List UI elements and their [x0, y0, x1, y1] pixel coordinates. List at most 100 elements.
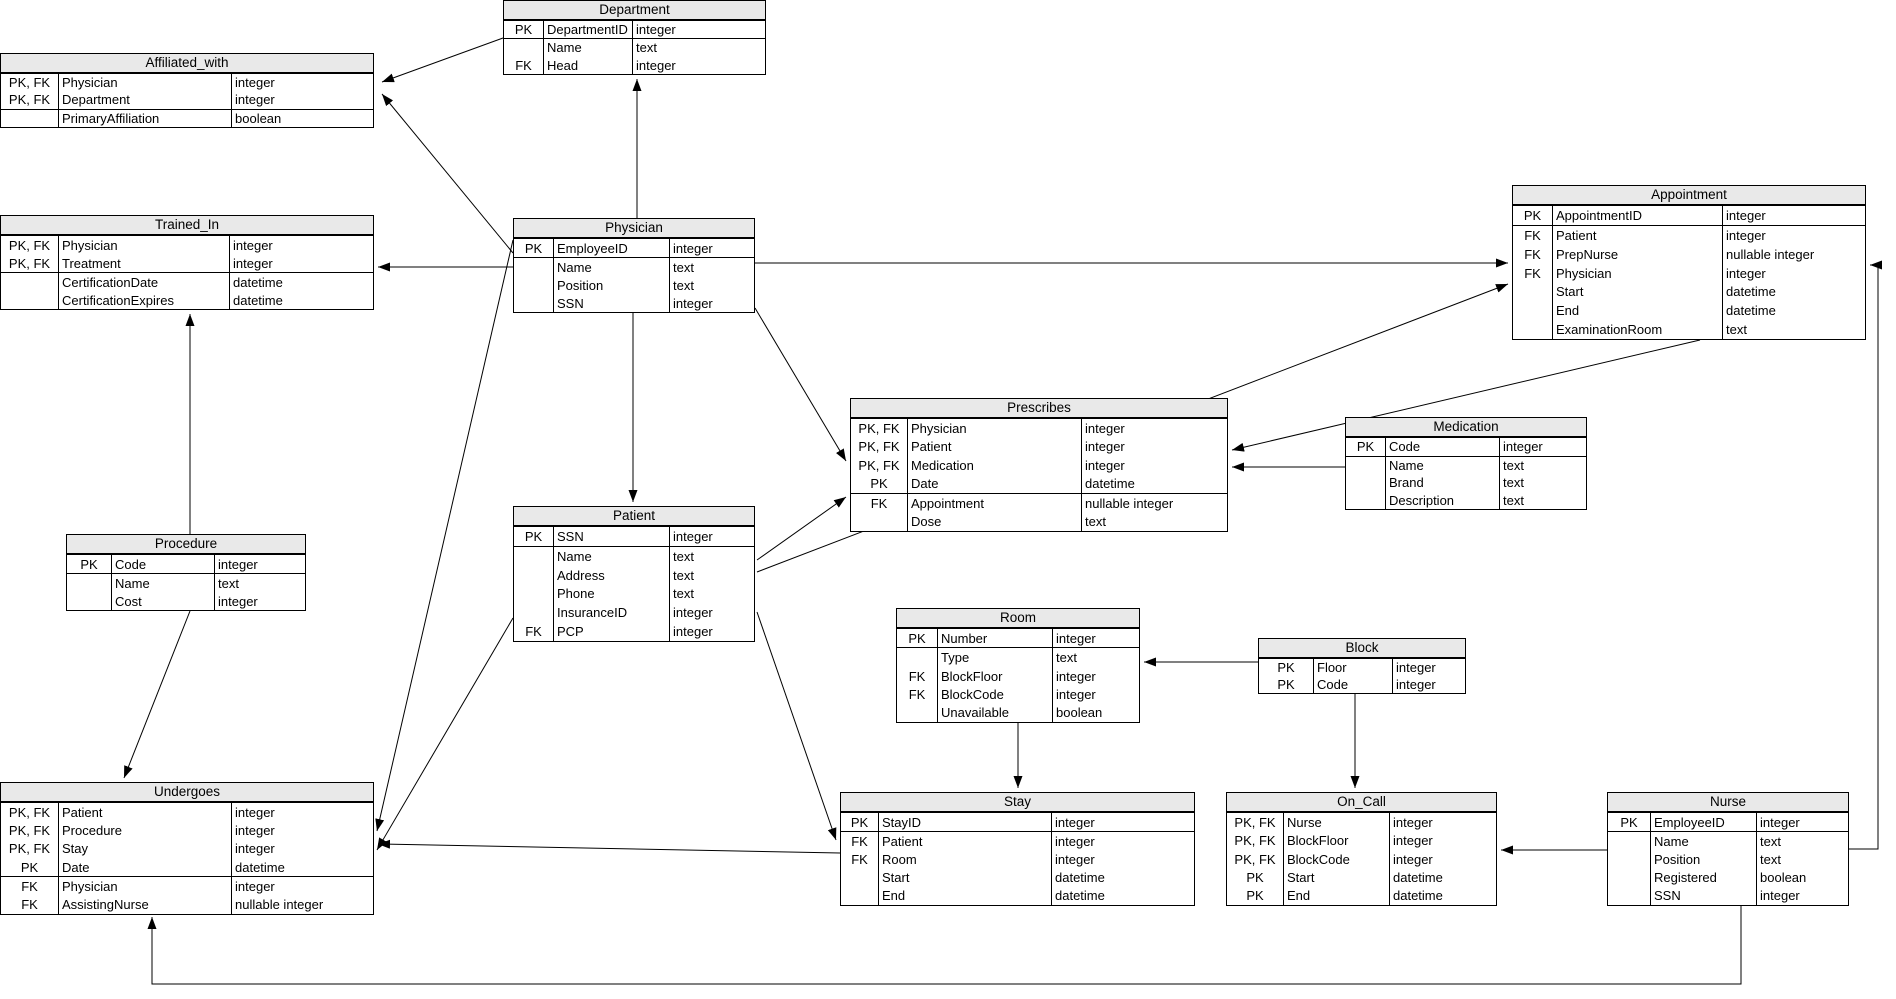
key-cell: PK	[1259, 659, 1314, 676]
table-row: FK BlockFloor integer	[897, 666, 1139, 686]
table-prescribes[interactable]: Prescribes PK, FK Physician integer PK, …	[850, 398, 1228, 532]
column-type-cell: integer	[669, 603, 754, 623]
table-medication[interactable]: Medication PK Code integer Name text Bra…	[1345, 417, 1587, 510]
key-cell: FK	[897, 685, 938, 704]
column-type-cell: integer	[231, 91, 373, 109]
key-cell	[897, 648, 938, 667]
column-type-cell: boolean	[1052, 703, 1139, 723]
key-cell: PK	[67, 555, 112, 573]
column-type-cell: integer	[669, 239, 754, 257]
table-row: PK SSN integer	[514, 527, 754, 546]
table-row: Position text	[514, 276, 754, 294]
column-name-cell: Floor	[1317, 660, 1347, 675]
column-type-cell: integer	[1499, 438, 1586, 456]
table-row: PK, FK Department integer	[1, 91, 373, 109]
key-cell: PK	[851, 474, 908, 493]
table-title: Medication	[1346, 418, 1586, 438]
column-name-cell: Name	[1654, 833, 1689, 849]
column-type-cell: integer	[1052, 685, 1139, 704]
table-row: Address text	[514, 565, 754, 585]
table-affiliated_with[interactable]: Affiliated_with PK, FK Physician integer…	[0, 53, 374, 128]
table-row: SSN integer	[1608, 886, 1848, 906]
column-name-cell: Dose	[911, 514, 942, 530]
table-row: PK, FK Stay integer	[1, 839, 373, 858]
relation-patient-undergoes	[376, 617, 514, 851]
table-row: FK Appointment nullable integer	[851, 493, 1227, 513]
table-row: PK Date datetime	[851, 474, 1227, 493]
key-cell	[67, 574, 112, 592]
column-name-cell: EmployeeID	[1654, 814, 1725, 830]
table-row: PK Code integer	[1346, 438, 1586, 456]
table-row: ExaminationRoom text	[1513, 320, 1865, 340]
column-name-cell: Physician	[62, 237, 118, 253]
table-physician[interactable]: Physician PK EmployeeID integer Name tex…	[513, 218, 755, 313]
column-name-cell: SSN	[557, 528, 584, 544]
column-name-cell: Name	[1389, 457, 1424, 473]
column-name-cell: BlockFloor	[941, 668, 1003, 684]
relation-stay-undergoes	[377, 839, 841, 854]
table-body: PK, FK Nurse integer PK, FK BlockFloor i…	[1227, 813, 1496, 906]
column-name-cell: Procedure	[62, 822, 122, 838]
key-cell	[1346, 456, 1386, 474]
table-row: Name text	[514, 545, 754, 566]
table-body: PK, FK Patient integer PK, FK Procedure …	[1, 803, 373, 914]
column-type-cell: text	[1052, 648, 1139, 667]
table-row: PK, FK Patient integer	[851, 437, 1227, 456]
column-type-cell: datetime	[229, 273, 373, 291]
table-row: End datetime	[841, 886, 1194, 906]
table-row: FK PCP integer	[514, 622, 754, 641]
key-cell: PK	[1, 857, 59, 877]
table-department[interactable]: Department PK DepartmentID integer Name …	[503, 0, 766, 75]
column-name-cell: PrimaryAffiliation	[62, 110, 160, 126]
table-trained_in[interactable]: Trained_In PK, FK Physician integer PK, …	[0, 215, 374, 310]
column-type-cell: integer	[1052, 666, 1139, 686]
key-cell	[1513, 301, 1553, 321]
column-type-cell: integer	[1081, 419, 1227, 438]
column-name-cell: Type	[941, 650, 970, 666]
table-title: On_Call	[1227, 793, 1496, 813]
key-cell	[1, 109, 59, 127]
key-cell: PK	[1346, 438, 1386, 456]
table-row: PK, FK Physician integer	[851, 419, 1227, 438]
table-block[interactable]: Block PK Floor integer PK Code integer	[1258, 638, 1466, 694]
column-type-cell: text	[1081, 512, 1227, 531]
table-procedure[interactable]: Procedure PK Code integer Name text Cost…	[66, 534, 306, 611]
key-cell	[514, 294, 554, 312]
column-name-cell: Patient	[911, 439, 952, 455]
column-name-cell: PCP	[557, 624, 584, 640]
table-body: PK Number integer Type text FK BlockFloo…	[897, 629, 1139, 723]
key-cell: PK, FK	[851, 419, 908, 438]
table-patient[interactable]: Patient PK SSN integer Name text Address…	[513, 506, 755, 642]
relation-procedure-undergoes	[123, 610, 191, 779]
table-body: PK StayID integer FK Patient integer FK …	[841, 813, 1194, 906]
column-type-cell: integer	[669, 294, 754, 312]
table-row: FK AssistingNurse nullable integer	[1, 895, 373, 914]
table-row: PK Code integer	[67, 555, 305, 573]
key-cell: PK, FK	[1, 254, 59, 272]
table-room[interactable]: Room PK Number integer Type text FK Bloc…	[896, 608, 1140, 723]
key-cell	[67, 592, 112, 610]
column-type-cell: text	[669, 565, 754, 585]
column-name-cell: End	[882, 888, 906, 904]
column-type-cell: integer	[231, 74, 373, 92]
table-on_call[interactable]: On_Call PK, FK Nurse integer PK, FK Bloc…	[1226, 792, 1497, 906]
table-row: FK Patient integer	[1513, 224, 1865, 245]
column-type-cell: text	[1756, 850, 1848, 869]
table-undergoes[interactable]: Undergoes PK, FK Patient integer PK, FK …	[0, 782, 374, 915]
key-cell	[841, 886, 879, 906]
table-row: PK, FK Physician integer	[1, 74, 373, 92]
relation-physician-undergoes	[375, 239, 514, 832]
table-title: Prescribes	[851, 399, 1227, 419]
table-nurse[interactable]: Nurse PK EmployeeID integer Name text Po…	[1607, 792, 1849, 906]
table-appointment[interactable]: Appointment PK AppointmentID integer FK …	[1512, 185, 1866, 340]
column-type-cell: text	[669, 584, 754, 604]
table-title: Trained_In	[1, 216, 373, 236]
table-stay[interactable]: Stay PK StayID integer FK Patient intege…	[840, 792, 1195, 906]
key-cell: PK	[514, 239, 554, 257]
column-name-cell: Name	[547, 40, 582, 56]
key-cell: FK	[514, 622, 554, 641]
key-cell	[1608, 850, 1651, 869]
table-row: PK Floor integer	[1259, 659, 1465, 676]
table-body: PK EmployeeID integer Name text Position…	[1608, 813, 1848, 906]
